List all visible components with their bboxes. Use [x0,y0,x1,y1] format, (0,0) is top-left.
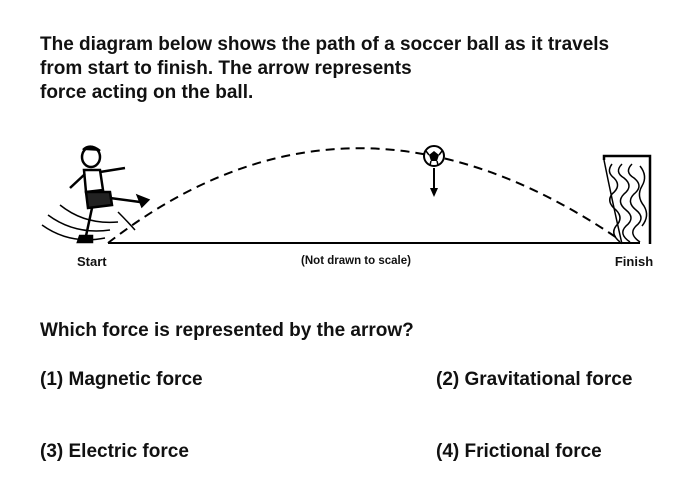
ball-trajectory [107,147,621,244]
finish-label: Finish [615,254,653,269]
answer-choice-1[interactable]: (1) Magnetic force [40,369,203,390]
start-label: Start [77,254,107,269]
answer-choice-4[interactable]: (4) Frictional force [436,441,602,462]
intro-line-3: force acting on the ball. [40,82,254,103]
intro-line-2: from start to finish. The arrow represen… [40,58,412,79]
kicker-icon [41,145,151,244]
soccer-ball-path-diagram: Start (Not drawn to scale) Finish [41,145,653,269]
goal-net-icon [602,154,652,245]
intro-line-1: The diagram below shows the path of a so… [40,34,610,55]
scale-note: (Not drawn to scale) [301,255,411,267]
intro-text: The diagram below shows the path of a so… [40,33,670,105]
answer-choice-3[interactable]: (3) Electric force [40,441,189,462]
answer-choice-2[interactable]: (2) Gravitational force [436,369,633,390]
soccer-ball-icon [423,145,445,167]
question-text: Which force is represented by the arrow? [40,320,414,341]
force-arrow [430,168,438,197]
